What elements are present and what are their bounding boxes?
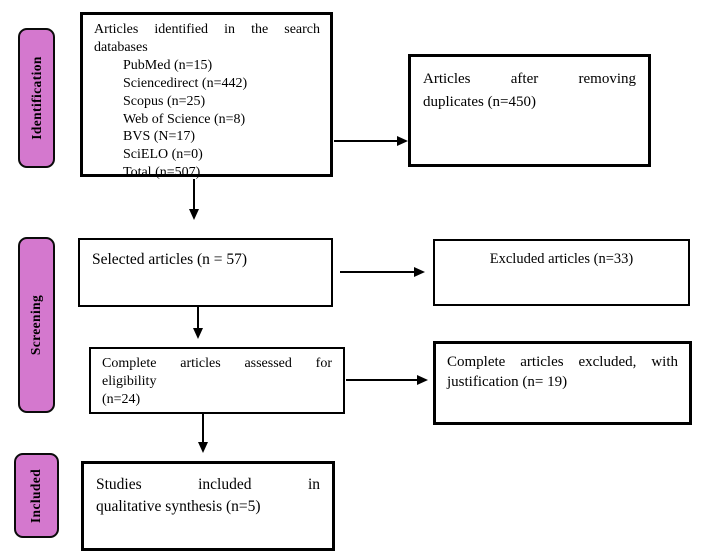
box-articles-identified: Articles identified in the search databa…	[80, 12, 333, 180]
stage-label-identification: Identification	[18, 28, 55, 168]
arrow-selected-to-excluded	[340, 266, 425, 278]
excluded-justification-line2: justification (n= 19)	[447, 374, 568, 391]
arrow-shaft	[340, 271, 414, 273]
arrow-shaft	[334, 140, 397, 142]
stage-label-included: Included	[14, 453, 59, 538]
identified-heading-line1: Articles identified in the search	[94, 22, 320, 37]
box-excluded-with-justification: Complete articles excluded, with justifi…	[433, 341, 692, 425]
arrow-selected-to-assessed	[192, 307, 204, 339]
arrow-identified-to-duplicates	[334, 135, 408, 147]
identified-item-total: Total (n=507)	[123, 165, 201, 181]
arrow-shaft	[202, 414, 204, 442]
stage-label-screening: Screening	[18, 237, 55, 413]
assessed-line2: eligibility	[102, 374, 157, 390]
arrow-shaft	[193, 179, 195, 209]
arrow-down-head	[198, 442, 208, 453]
stage-label-included-text: Included	[28, 468, 44, 523]
box-studies-included: Studies included in qualitative synthesi…	[81, 461, 335, 551]
identified-heading-line2: databases	[94, 39, 148, 55]
box-assessed-eligibility: Complete articles assessed for eligibili…	[89, 347, 345, 414]
arrow-identified-to-selected	[188, 179, 200, 220]
identified-item-sciencedirect: Sciencedirect (n=442)	[123, 75, 248, 91]
box-excluded-articles: Excluded articles (n=33)	[433, 239, 690, 306]
identified-item-scopus: Scopus (n=25)	[123, 93, 206, 109]
identified-item-bvs: BVS (N=17)	[123, 129, 196, 145]
arrow-right-head	[414, 267, 425, 277]
arrow-right-head	[397, 136, 408, 146]
excluded-justification-line1: Complete articles excluded, with	[447, 354, 678, 370]
selected-line1: Selected articles (n = 57)	[92, 251, 248, 268]
excluded-line1: Excluded articles (n=33)	[489, 251, 634, 267]
arrow-assessed-to-excluded-justification	[346, 374, 428, 386]
arrow-shaft	[197, 307, 199, 328]
studies-included-line2: qualitative synthesis (n=5)	[96, 497, 261, 515]
stage-label-screening-text: Screening	[28, 294, 44, 356]
identified-item-pubmed: PubMed (n=15)	[123, 57, 213, 73]
identified-item-scielo: SciELO (n=0)	[123, 147, 203, 163]
arrow-right-head	[417, 375, 428, 385]
duplicates-line1: Articles after removing	[423, 71, 636, 87]
studies-included-line1: Studies included in	[96, 476, 320, 493]
duplicates-line2: duplicates (n=450)	[423, 94, 537, 111]
arrow-shaft	[346, 379, 417, 381]
arrow-assessed-to-studies	[197, 414, 209, 453]
arrow-down-head	[189, 209, 199, 220]
arrow-down-head	[193, 328, 203, 339]
stage-label-identification-text: Identification	[28, 56, 44, 140]
assessed-line1: Complete articles assessed for	[102, 356, 332, 371]
assessed-line3: (n=24)	[102, 392, 141, 408]
box-after-removing-duplicates: Articles after removing duplicates (n=45…	[408, 54, 651, 167]
box-selected-articles: Selected articles (n = 57)	[78, 238, 333, 307]
identified-item-web-of-science: Web of Science (n=8)	[123, 111, 246, 127]
